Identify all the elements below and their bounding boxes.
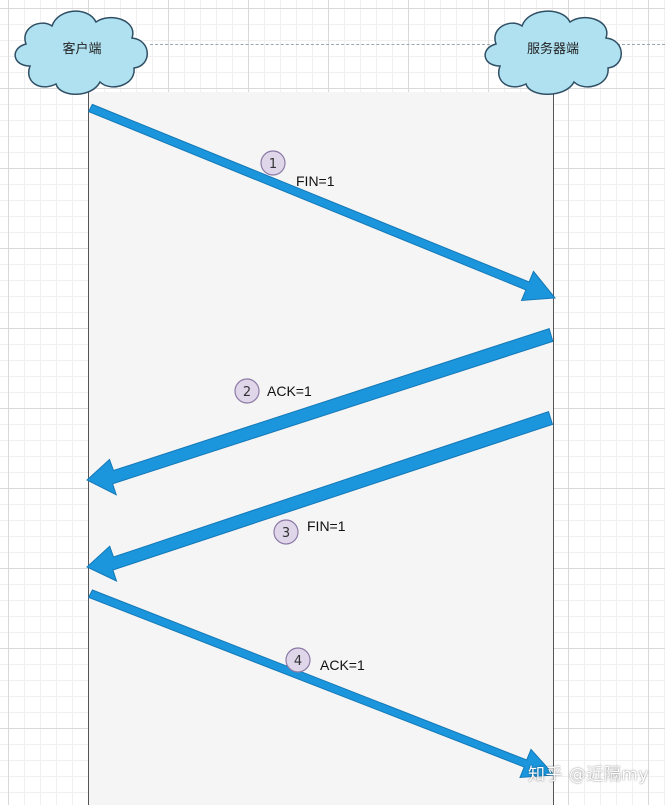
step-2: 2 ACK=1 <box>234 378 312 404</box>
arrow-2 <box>86 327 554 496</box>
step-1-circle <box>260 150 286 176</box>
arrow-4 <box>87 589 556 779</box>
step-3-circle <box>273 519 299 545</box>
message-4-label: ACK=1 <box>320 657 365 673</box>
server-cloud: 服务器端 <box>484 10 622 95</box>
step-1-number: 1 <box>269 157 277 172</box>
client-label: 客户端 <box>62 41 101 57</box>
server-label: 服务器端 <box>527 41 579 57</box>
step-3: 3 FIN=1 <box>273 518 346 545</box>
step-2-number: 2 <box>243 385 251 400</box>
watermark: 知乎 @近隔my <box>527 765 649 785</box>
step-4: 4 ACK=1 <box>285 647 365 673</box>
arrow-2-shape <box>86 327 554 496</box>
step-1: 1 FIN=1 <box>260 150 335 189</box>
message-1-label: FIN=1 <box>296 173 335 189</box>
arrow-1-shape <box>88 103 556 302</box>
top-dashed-divider <box>150 44 490 45</box>
message-3-label: FIN=1 <box>307 518 346 534</box>
step-2-circle <box>234 378 260 404</box>
server-cloud-shape <box>484 10 622 95</box>
step-4-circle <box>285 647 311 673</box>
client-cloud-shape <box>14 10 148 95</box>
arrow-1 <box>88 103 556 302</box>
client-cloud: 客户端 <box>14 10 148 95</box>
arrow-4-shape <box>87 589 556 779</box>
message-2-label: ACK=1 <box>267 383 312 399</box>
arrow-3-shape <box>86 410 554 582</box>
arrow-3 <box>86 410 554 582</box>
step-3-number: 3 <box>282 526 290 541</box>
step-4-number: 4 <box>294 654 302 669</box>
right-dashed-divider <box>612 44 665 45</box>
